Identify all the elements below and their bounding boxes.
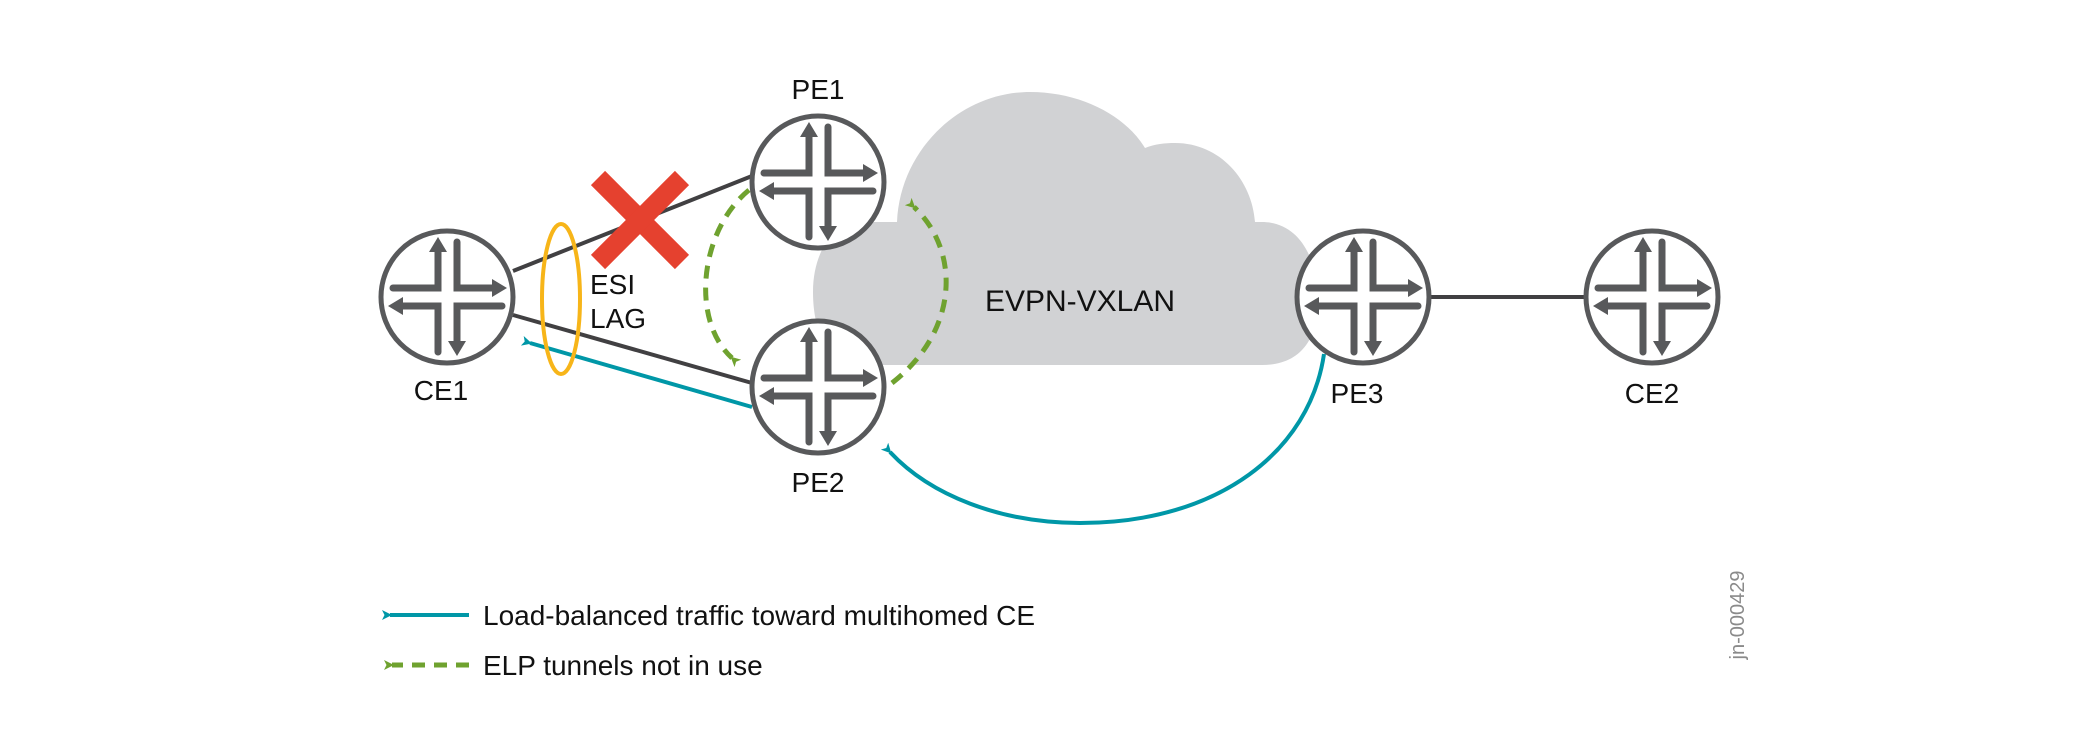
legend-item-elp: ELP tunnels not in use bbox=[384, 650, 763, 681]
router-ce2[interactable]: CE2 bbox=[1586, 231, 1718, 409]
esi-label-line2: LAG bbox=[590, 303, 646, 334]
node-label-pe1: PE1 bbox=[792, 74, 845, 105]
router-pe1[interactable]: PE1 bbox=[752, 74, 884, 248]
router-icon bbox=[1586, 231, 1718, 363]
elp-tunnel-pe2-to-pe1 bbox=[890, 197, 949, 385]
elp-tunnel-pe1-to-pe2 bbox=[703, 188, 751, 368]
router-ce1[interactable]: CE1 bbox=[381, 231, 513, 406]
router-icon bbox=[752, 116, 884, 248]
node-label-ce2: CE2 bbox=[1625, 378, 1679, 409]
figure-id-watermark: jn-000429 bbox=[1727, 571, 1749, 661]
legend-label-load-balanced: Load-balanced traffic toward multihomed … bbox=[483, 600, 1035, 631]
router-pe3[interactable]: PE3 bbox=[1297, 231, 1429, 409]
node-label-pe2: PE2 bbox=[792, 467, 845, 498]
teal-flow-pe2-to-ce1 bbox=[520, 335, 753, 409]
node-label-pe3: PE3 bbox=[1331, 378, 1384, 409]
cloud-label: EVPN-VXLAN bbox=[985, 285, 1175, 318]
legend: Load-balanced traffic toward multihomed … bbox=[382, 600, 1035, 681]
router-icon bbox=[381, 231, 513, 363]
link-ce1-pe2 bbox=[512, 313, 753, 385]
router-pe2[interactable]: PE2 bbox=[752, 321, 884, 498]
x-icon bbox=[590, 170, 690, 270]
node-label-ce1: CE1 bbox=[414, 375, 468, 406]
router-icon bbox=[752, 321, 884, 453]
legend-item-load-balanced: Load-balanced traffic toward multihomed … bbox=[382, 600, 1035, 631]
router-icon bbox=[1297, 231, 1429, 363]
teal-flow-pe3-to-pe2 bbox=[880, 353, 1326, 526]
esi-label-line1: ESI bbox=[590, 269, 635, 300]
legend-label-elp: ELP tunnels not in use bbox=[483, 650, 763, 681]
esi-lag-ellipse bbox=[540, 222, 582, 376]
evpn-vxlan-cloud bbox=[813, 92, 1318, 365]
